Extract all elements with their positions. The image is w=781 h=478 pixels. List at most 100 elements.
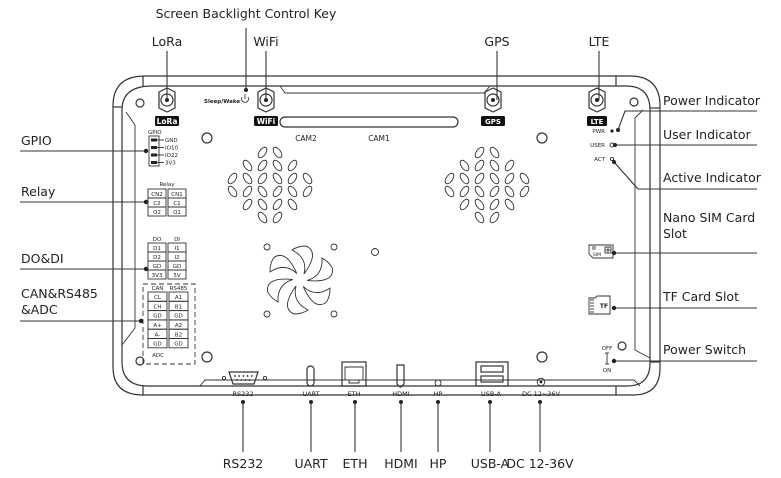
grille-hole (474, 159, 485, 172)
leader-dots (138, 88, 620, 404)
terminal-cell-label: GD (153, 264, 162, 270)
antenna-lora-label: LoRa (157, 117, 178, 126)
terminal-cell (147, 269, 167, 280)
grille-hole (504, 159, 515, 172)
callout-nano-sim-line2: Slot (663, 226, 687, 241)
callout-backlight-key: Screen Backlight Control Key (156, 6, 337, 21)
rs232-port[interactable]: RS232 (221, 371, 268, 398)
speaker-grille-left (227, 146, 313, 224)
terminal-cell-label: O1 (173, 210, 181, 216)
grille-hole (287, 198, 298, 211)
callout-gps: GPS (484, 34, 509, 49)
gpio-pin (151, 161, 157, 164)
grille-hole (257, 159, 268, 172)
callout-hp: HP (430, 456, 447, 471)
terminal-cell (168, 338, 189, 349)
gpio-pin (151, 146, 157, 149)
camera-slot (279, 116, 459, 128)
fan-blade (287, 285, 309, 315)
grille-hole (302, 185, 313, 198)
usb-a-port[interactable]: USB-A (475, 361, 509, 398)
port-hp-label: HP (434, 390, 443, 398)
fan-blade (269, 254, 298, 274)
callout-power-switch: Power Switch (663, 342, 746, 357)
callout-relay: Relay (21, 184, 56, 199)
fan-blade (302, 286, 331, 306)
nano-sim-slot[interactable]: SIM (588, 244, 614, 259)
terminal-cell-label: O2 (153, 210, 161, 216)
grille-hole (242, 185, 253, 198)
terminal-cell-label: CH (154, 304, 162, 310)
uart-port[interactable]: UART (302, 365, 320, 398)
grille-hole (257, 211, 268, 224)
user-label: USER (590, 143, 605, 149)
terminal-cell (167, 269, 187, 280)
terminal-cell-label: A1 (175, 295, 182, 301)
antenna-lte-label: LTE (591, 118, 604, 126)
terminal-cell-label: GD (173, 264, 182, 270)
power-led (610, 129, 614, 133)
grille-hole (242, 198, 253, 211)
terminal-cell-label: 3V3 (152, 273, 163, 279)
terminal-cell-label: 5V (173, 273, 180, 279)
terminal-cell-label: GD (153, 314, 162, 320)
tf-card-slot[interactable]: TF (588, 295, 611, 315)
callout-user-indicator: User Indicator (663, 127, 752, 142)
grille-hole (272, 146, 283, 159)
off-label: OFF (602, 346, 613, 352)
grille-hole (227, 185, 238, 198)
power-switch[interactable]: OFF ON (602, 346, 613, 374)
terminal-cell-label: CN2 (151, 192, 162, 198)
grille-hole (519, 172, 530, 185)
grille-hole (287, 159, 298, 172)
antenna-gps[interactable]: GPS (481, 87, 505, 126)
callout-do-di: DO&DI (21, 251, 64, 266)
hdmi-port[interactable]: HDMI (392, 364, 410, 398)
callout-lte: LTE (589, 34, 610, 49)
grille-hole (489, 172, 500, 185)
callout-dc: DC 12-36V (506, 456, 574, 471)
grille-hole (459, 198, 470, 211)
pwr-label: PWR (592, 129, 605, 135)
terminal-cell (147, 206, 167, 217)
callout-can-rs485-line1: CAN&RS485 (21, 286, 98, 301)
terminal-cell-label: GD (153, 342, 162, 348)
grille-hole (272, 198, 283, 211)
terminal-cell-label: GD (174, 314, 183, 320)
callout-power-indicator: Power Indicator (663, 93, 761, 108)
terminal-header: CAN (152, 286, 164, 292)
antenna-gps-label: GPS (485, 118, 501, 126)
port-hdmi-label: HDMI (392, 390, 410, 398)
fan-blade (307, 257, 333, 282)
callout-eth: ETH (343, 456, 368, 471)
callout-can-rs485-line2: &ADC (21, 302, 58, 317)
grille-hole (459, 185, 470, 198)
grille-hole (257, 172, 268, 185)
dc-port[interactable]: DC 12~36V (522, 377, 561, 398)
antenna-lte[interactable]: LTE (587, 87, 607, 126)
terminal-cell-label: D2 (153, 255, 161, 261)
active-led (609, 156, 615, 162)
grille-hole (272, 172, 283, 185)
grille-hole (257, 198, 268, 211)
eth-port[interactable]: ETH (341, 361, 367, 398)
port-eth-label: ETH (348, 390, 361, 398)
callout-gpio: GPIO (21, 133, 52, 148)
grille-hole (287, 185, 298, 198)
power-key-icon[interactable] (241, 94, 249, 103)
terminal-cell-label: I1 (174, 246, 179, 252)
callout-nano-sim-line1: Nano SIM Card (663, 210, 755, 225)
grille-hole (302, 172, 313, 185)
terminal-cell (167, 206, 187, 217)
hp-port[interactable]: HP (434, 379, 443, 398)
port-usb-label: USB-A (481, 390, 502, 398)
callout-hdmi: HDMI (384, 456, 418, 471)
terminal-cell-label: CL (154, 295, 162, 301)
grille-hole (272, 185, 283, 198)
grille-hole (272, 211, 283, 224)
grille-hole (489, 211, 500, 224)
gpio-pin (151, 153, 157, 157)
